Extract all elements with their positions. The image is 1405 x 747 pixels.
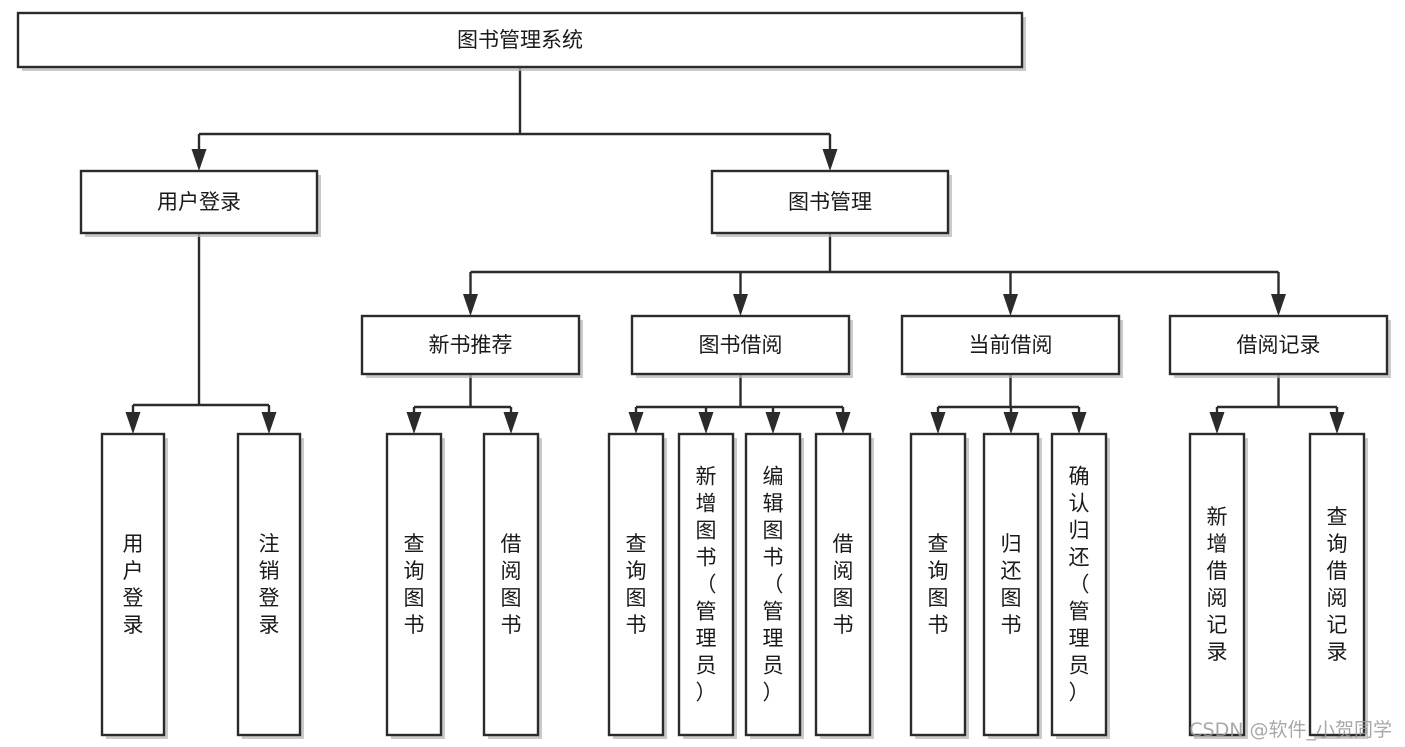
node-编辑图书管理员[interactable]: 编辑图书（管理员） (744, 432, 804, 739)
arrowhead-icon (261, 412, 277, 434)
csdn-watermark: CSDN @软件_小贺同学 (1189, 719, 1392, 741)
arrowhead-icon (822, 149, 838, 171)
node-box[interactable] (677, 432, 735, 737)
arrowhead-icon (503, 412, 519, 434)
node-box[interactable] (900, 314, 1121, 376)
node-box[interactable] (482, 432, 540, 737)
node-label: 图书管理系统 (457, 28, 583, 52)
node-label: 当前借阅 (969, 333, 1053, 357)
node-借阅记录[interactable]: 借阅记录 (1168, 314, 1391, 378)
arrowhead-icon (930, 412, 946, 434)
node-label: 新增借阅记录 (1207, 505, 1228, 664)
node-新增图书管理员[interactable]: 新增图书（管理员） (677, 432, 737, 739)
edge-layer (125, 67, 1345, 434)
node-box[interactable] (1168, 314, 1389, 376)
arrowhead-icon (1003, 412, 1019, 434)
edge-group-当前借阅 (930, 374, 1087, 434)
node-label: 查询图书 (404, 532, 425, 637)
node-box[interactable] (1050, 432, 1108, 737)
node-box[interactable] (814, 432, 872, 737)
node-label: 图书管理 (788, 190, 872, 214)
node-图书管理[interactable]: 图书管理 (710, 169, 952, 237)
node-label: 查询图书 (928, 532, 949, 637)
arrowhead-icon (1271, 294, 1286, 316)
node-label: 归还图书 (1001, 532, 1022, 637)
node-label: 图书借阅 (699, 333, 783, 357)
node-box[interactable] (236, 432, 302, 737)
node-查询图书[interactable]: 查询图书 (909, 432, 969, 739)
node-借阅图书[interactable]: 借阅图书 (482, 432, 542, 739)
arrowhead-icon (1071, 412, 1087, 434)
node-layer: 图书管理系统用户登录图书管理新书推荐图书借阅当前借阅借阅记录用户登录注销登录查询… (16, 11, 1391, 739)
node-当前借阅[interactable]: 当前借阅 (900, 314, 1123, 378)
node-box[interactable] (1188, 432, 1246, 737)
node-用户登录[interactable]: 用户登录 (100, 432, 168, 739)
node-box[interactable] (982, 432, 1040, 737)
node-用户登录[interactable]: 用户登录 (79, 169, 321, 237)
node-注销登录[interactable]: 注销登录 (236, 432, 304, 739)
edge-group-图书借阅 (628, 374, 851, 434)
node-借阅图书[interactable]: 借阅图书 (814, 432, 874, 739)
node-label: 注销登录 (259, 532, 280, 637)
node-box[interactable] (1308, 432, 1366, 737)
node-label: 新书推荐 (429, 333, 513, 357)
node-label: 借阅图书 (501, 532, 522, 637)
node-归还图书[interactable]: 归还图书 (982, 432, 1042, 739)
edge-group-图书管理系统 (191, 67, 838, 171)
node-label: 用户登录 (157, 190, 241, 214)
arrowhead-icon (765, 412, 781, 434)
arrowhead-icon (628, 412, 644, 434)
node-box[interactable] (710, 169, 950, 235)
node-box[interactable] (100, 432, 166, 737)
edge-group-借阅记录 (1209, 374, 1345, 434)
node-label: 查询借阅记录 (1327, 505, 1348, 664)
node-box[interactable] (630, 314, 851, 376)
node-查询图书[interactable]: 查询图书 (385, 432, 445, 739)
arrowhead-icon (698, 412, 714, 434)
arrowhead-icon (125, 412, 141, 434)
node-新增借阅记录[interactable]: 新增借阅记录 (1188, 432, 1248, 739)
arrowhead-icon (463, 294, 478, 316)
arrowhead-icon (191, 149, 207, 171)
node-label: 用户登录 (123, 532, 144, 637)
node-查询借阅记录[interactable]: 查询借阅记录 (1308, 432, 1368, 739)
node-label: 新增图书（管理员） (696, 465, 717, 705)
edge-group-新书推荐 (406, 374, 519, 434)
node-label: 确认归还（管理员） (1069, 465, 1090, 705)
node-图书管理系统[interactable]: 图书管理系统 (16, 11, 1026, 71)
arrowhead-icon (406, 412, 422, 434)
node-label: 借阅记录 (1237, 333, 1321, 357)
node-查询图书[interactable]: 查询图书 (607, 432, 667, 739)
node-box[interactable] (79, 169, 319, 235)
node-确认归还管理员[interactable]: 确认归还（管理员） (1050, 432, 1110, 739)
node-图书借阅[interactable]: 图书借阅 (630, 314, 853, 378)
node-box[interactable] (16, 11, 1024, 69)
node-box[interactable] (360, 314, 581, 376)
edge-group-图书管理 (463, 233, 1286, 316)
node-label: 借阅图书 (833, 532, 854, 637)
node-box[interactable] (385, 432, 443, 737)
arrowhead-icon (1209, 412, 1225, 434)
edge-group-用户登录 (125, 233, 277, 434)
node-box[interactable] (744, 432, 802, 737)
node-label: 查询图书 (626, 532, 647, 637)
arrowhead-icon (835, 412, 851, 434)
arrowhead-icon (733, 294, 748, 316)
node-box[interactable] (909, 432, 967, 737)
arrowhead-icon (1003, 294, 1018, 316)
arrowhead-icon (1329, 412, 1345, 434)
node-box[interactable] (607, 432, 665, 737)
node-新书推荐[interactable]: 新书推荐 (360, 314, 583, 378)
node-label: 编辑图书（管理员） (763, 465, 784, 705)
